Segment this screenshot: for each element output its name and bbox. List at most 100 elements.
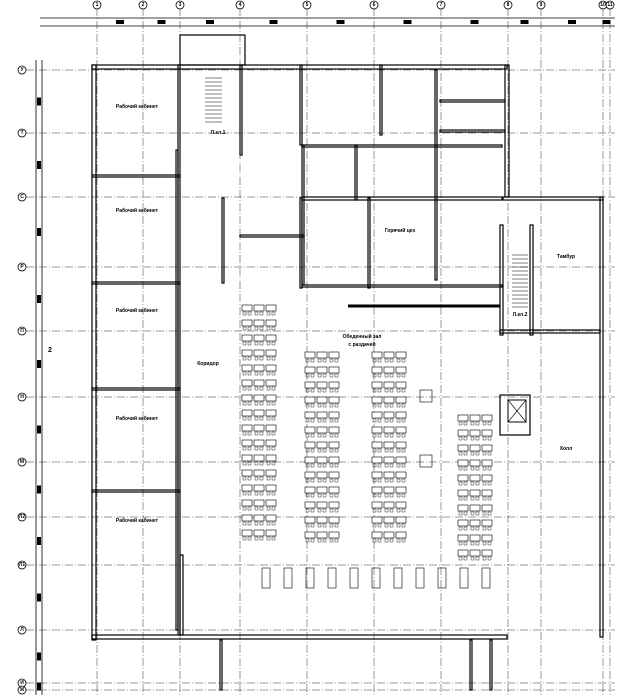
dining-table xyxy=(304,501,316,509)
chair xyxy=(463,436,468,441)
chair xyxy=(463,541,468,546)
chair xyxy=(271,536,276,541)
chair xyxy=(396,448,401,453)
chair xyxy=(242,341,247,346)
axis-label-row: И xyxy=(20,680,24,686)
dining-table xyxy=(481,534,493,542)
chair xyxy=(384,388,389,393)
dining-table xyxy=(316,516,328,524)
chair xyxy=(372,463,377,468)
chair xyxy=(247,341,252,346)
dining-table xyxy=(383,441,395,449)
chair xyxy=(389,538,394,543)
chair xyxy=(242,311,247,316)
dining-table xyxy=(253,514,265,522)
chair xyxy=(247,386,252,391)
dining-table xyxy=(253,304,265,312)
axis-label-column: 5 xyxy=(306,2,309,8)
dining-furniture xyxy=(241,304,493,589)
chair xyxy=(470,466,475,471)
chair xyxy=(247,326,252,331)
chair xyxy=(401,388,406,393)
dining-table xyxy=(469,489,481,497)
bar-table xyxy=(459,567,469,589)
chair xyxy=(470,526,475,531)
chair xyxy=(487,556,492,561)
chair xyxy=(322,493,327,498)
dining-table xyxy=(241,439,253,447)
dining-table xyxy=(253,364,265,372)
chair xyxy=(242,416,247,421)
dimension-value xyxy=(37,295,41,303)
dining-table xyxy=(395,396,407,404)
chair xyxy=(322,373,327,378)
dining-table xyxy=(265,364,277,372)
axis-marker xyxy=(17,625,27,635)
chair xyxy=(305,448,310,453)
chair xyxy=(463,526,468,531)
chair xyxy=(389,523,394,528)
chair xyxy=(317,388,322,393)
wall xyxy=(379,64,383,136)
elevator-shaft xyxy=(507,399,527,423)
dining-table xyxy=(316,456,328,464)
chair xyxy=(259,446,264,451)
chair xyxy=(334,433,339,438)
chair xyxy=(310,493,315,498)
chair xyxy=(317,433,322,438)
wall xyxy=(439,99,506,103)
room-office-2: Рабочий кабинет xyxy=(116,207,159,214)
dining-table xyxy=(371,516,383,524)
dining-table xyxy=(316,426,328,434)
chair xyxy=(305,388,310,393)
chair xyxy=(475,541,480,546)
chair xyxy=(463,466,468,471)
chair xyxy=(305,463,310,468)
wall xyxy=(489,639,493,691)
chair xyxy=(310,403,315,408)
chair xyxy=(401,508,406,513)
chair xyxy=(470,541,475,546)
bar-table xyxy=(371,567,381,589)
chair xyxy=(377,463,382,468)
chair xyxy=(401,433,406,438)
chair xyxy=(389,493,394,498)
chair xyxy=(322,523,327,528)
stair-2-label: Л.кл.2 xyxy=(513,312,528,318)
dining-table xyxy=(469,504,481,512)
room-office-4: Рабочий кабинет xyxy=(116,415,159,422)
chair xyxy=(247,476,252,481)
chair xyxy=(242,386,247,391)
dining-table xyxy=(304,381,316,389)
chair xyxy=(247,371,252,376)
chair xyxy=(242,536,247,541)
dining-table xyxy=(383,501,395,509)
dining-table xyxy=(316,501,328,509)
chair xyxy=(401,358,406,363)
dining-table xyxy=(457,429,469,437)
chair xyxy=(458,451,463,456)
dining-table xyxy=(241,334,253,342)
chair xyxy=(463,496,468,501)
chair xyxy=(247,506,252,511)
chair xyxy=(271,521,276,526)
chair xyxy=(334,418,339,423)
dining-table xyxy=(304,531,316,539)
axis-marker xyxy=(302,0,312,10)
chair xyxy=(254,371,259,376)
chair xyxy=(242,506,247,511)
dining-table xyxy=(395,486,407,494)
room-office-3: Рабочий кабинет xyxy=(116,307,159,314)
dining-table xyxy=(395,411,407,419)
chair xyxy=(254,326,259,331)
chair xyxy=(242,326,247,331)
chair xyxy=(396,538,401,543)
axis-marker xyxy=(17,262,27,272)
dining-table xyxy=(253,394,265,402)
axis-marker xyxy=(17,326,27,336)
chair xyxy=(254,401,259,406)
wall xyxy=(299,64,303,146)
dining-table xyxy=(383,516,395,524)
axis-label-row: Л2 xyxy=(19,514,26,520)
